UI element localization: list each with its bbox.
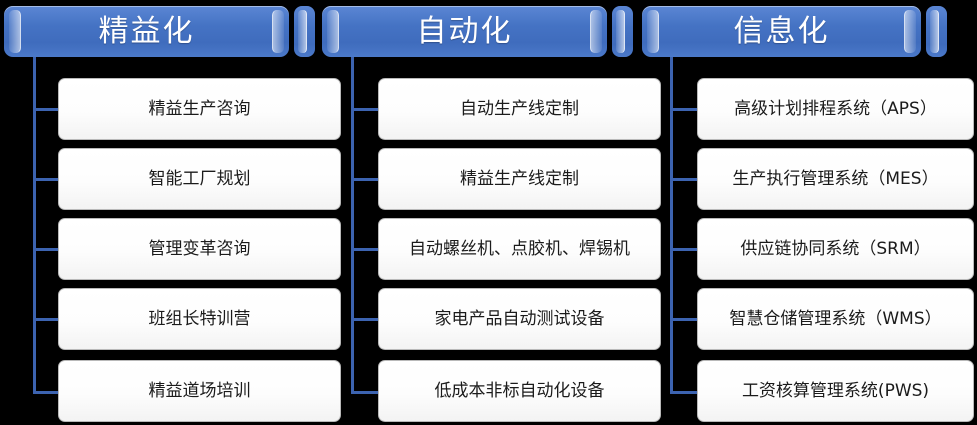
- banner-plaque-3: [642, 6, 921, 57]
- banner-right-cap-2: [612, 6, 633, 57]
- node-item[interactable]: 自动螺丝机、点胶机、焊锡机: [378, 218, 661, 280]
- node-item[interactable]: 供应链协同系统（SRM）: [697, 218, 974, 280]
- connector-branch-3-3: [670, 318, 697, 321]
- banner-plaque-1: [4, 6, 289, 57]
- connector-trunk-2: [351, 57, 354, 394]
- connector-branch-1-1: [33, 178, 58, 181]
- connector-branch-2-3: [351, 318, 378, 321]
- column-automation: 自动化: [318, 0, 663, 425]
- connector-branch-3-2: [670, 248, 697, 251]
- connector-trunk-3: [670, 57, 673, 394]
- node-item[interactable]: 智慧仓储管理系统（WMS）: [697, 288, 974, 350]
- column-header-label-2: 自动化: [416, 13, 513, 49]
- connector-branch-1-0: [33, 108, 58, 111]
- connector-branch-1-2: [33, 248, 58, 251]
- banner-plaque-2: [322, 6, 607, 57]
- column-header-banner-1[interactable]: 精益化: [4, 6, 315, 57]
- node-item[interactable]: 管理变革咨询: [58, 218, 341, 280]
- banner-right-cap-1: [294, 6, 315, 57]
- node-item[interactable]: 精益生产线定制: [378, 148, 661, 210]
- column-header-banner-2[interactable]: 自动化: [322, 6, 633, 57]
- connector-branch-1-4: [33, 391, 58, 394]
- node-item[interactable]: 班组长特训营: [58, 288, 341, 350]
- connector-branch-2-0: [351, 108, 378, 111]
- node-item[interactable]: 工资核算管理系统(PWS): [697, 360, 974, 422]
- connector-branch-1-3: [33, 318, 58, 321]
- node-item[interactable]: 家电产品自动测试设备: [378, 288, 661, 350]
- connector-branch-2-1: [351, 178, 378, 181]
- connector-trunk-1: [33, 57, 36, 394]
- connector-branch-2-2: [351, 248, 378, 251]
- node-item[interactable]: 智能工厂规划: [58, 148, 341, 210]
- column-informatization: 信息化: [638, 0, 977, 425]
- banner-right-cap-3: [926, 6, 947, 57]
- connector-branch-3-0: [670, 108, 697, 111]
- node-item[interactable]: 高级计划排程系统（APS）: [697, 78, 974, 140]
- node-item[interactable]: 精益道场培训: [58, 360, 341, 422]
- column-header-label-3: 信息化: [733, 13, 830, 49]
- node-item[interactable]: 低成本非标自动化设备: [378, 360, 661, 422]
- node-item[interactable]: 精益生产咨询: [58, 78, 341, 140]
- node-item[interactable]: 生产执行管理系统（MES）: [697, 148, 974, 210]
- connector-branch-2-4: [351, 391, 378, 394]
- column-lean: 精益化 精益生产咨询 智能工厂规划 管理变革咨询 班组长特训营 精益道场培训: [0, 0, 345, 425]
- node-item[interactable]: 自动生产线定制: [378, 78, 661, 140]
- column-header-banner-3[interactable]: 信息化: [642, 6, 947, 57]
- column-header-label-1: 精益化: [98, 13, 195, 49]
- connector-branch-3-1: [670, 178, 697, 181]
- connector-branch-3-4: [670, 391, 697, 394]
